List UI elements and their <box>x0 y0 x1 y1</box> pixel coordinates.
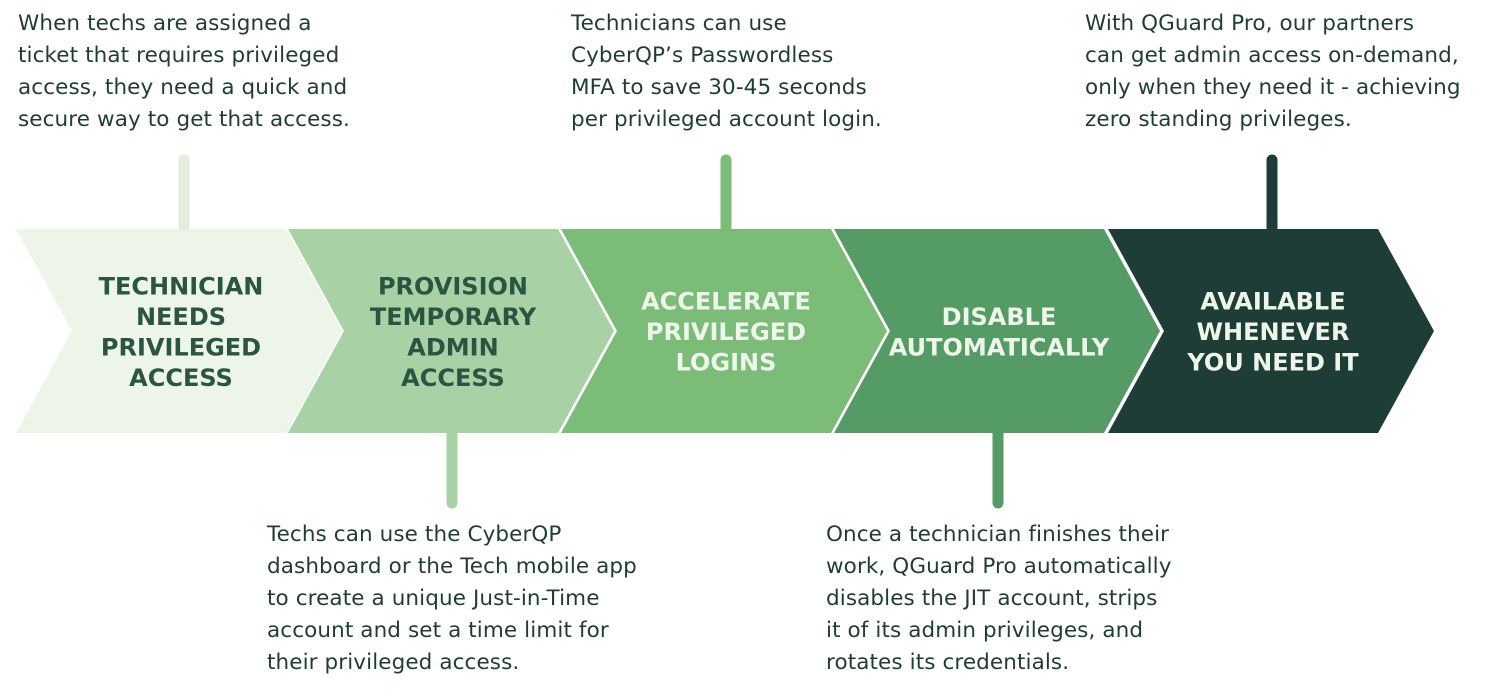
step-5-description: With QGuard Pro, our partners can get ad… <box>1085 11 1461 132</box>
step-4-description: Once a technician finishes their work, Q… <box>826 522 1172 675</box>
step-1-description: When techs are assigned a ticket that re… <box>18 11 350 132</box>
connector-lines <box>178 154 1278 509</box>
step-2-description: Techs can use the CyberQP dashboard or t… <box>267 522 637 675</box>
chevron-steps <box>16 229 1434 433</box>
step-3-chevron <box>561 229 887 433</box>
step-2-chevron <box>288 229 614 433</box>
step-5-chevron <box>1108 229 1434 433</box>
step-1-chevron <box>16 229 342 433</box>
step-3-description: Technicians can use CyberQP’s Passwordle… <box>571 11 882 132</box>
step-4-chevron <box>834 229 1160 433</box>
